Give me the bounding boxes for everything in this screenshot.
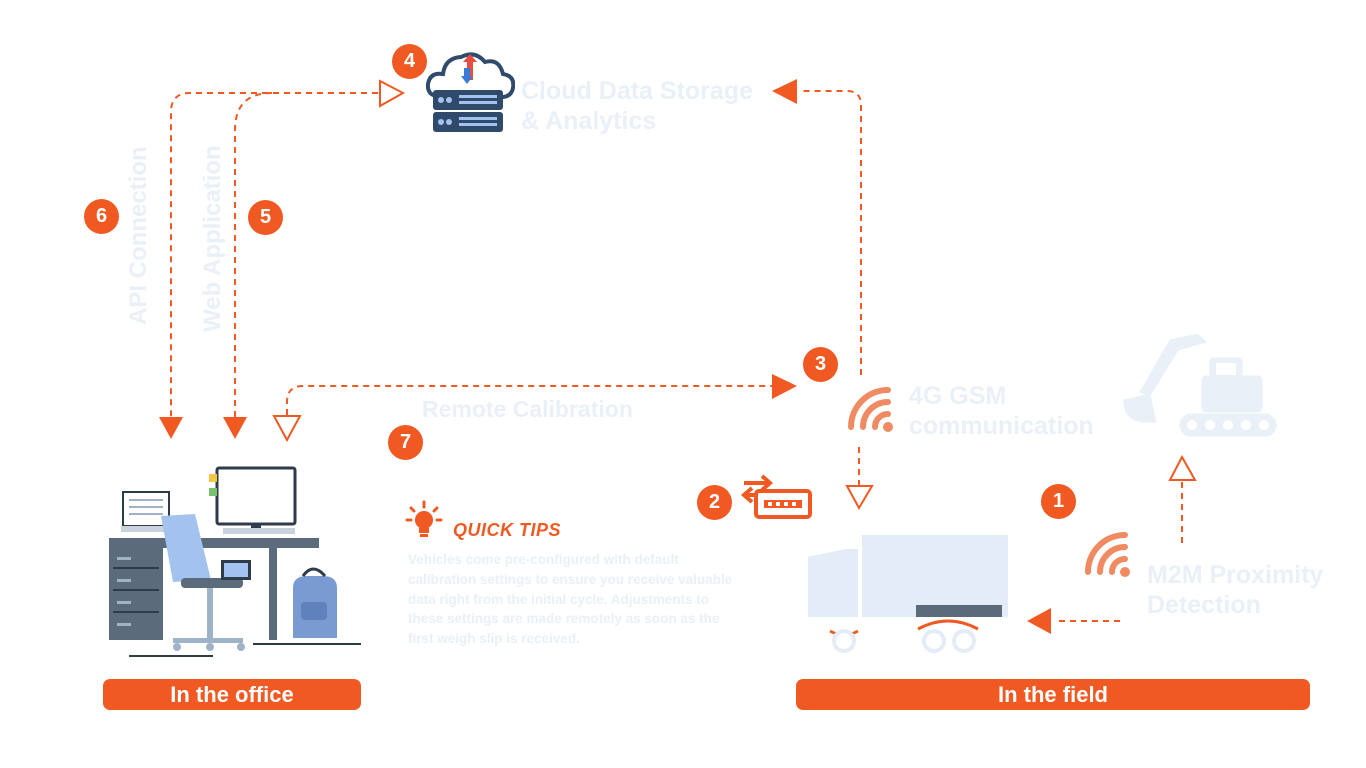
truck-icon <box>808 535 1008 653</box>
step-badge-4: 4 <box>392 44 427 79</box>
web-connector <box>234 92 273 420</box>
quick-tips-body: Vehicles come pre-configured with defaul… <box>408 552 733 647</box>
step-badge-5: 5 <box>248 200 283 235</box>
web-arrowhead <box>223 417 247 439</box>
cloud-label-line-1: Cloud Data Storage <box>521 77 753 105</box>
cloud-arrowhead-outline <box>379 79 406 108</box>
office-desk-icon <box>109 466 361 657</box>
field-location-bar: In the field <box>796 679 1310 710</box>
data-device-icon <box>740 474 812 519</box>
web-application-label: Web Application <box>199 145 226 332</box>
m2m-excavator-arrowhead-outline <box>1168 454 1197 481</box>
api-connector <box>170 92 378 420</box>
api-connection-label: API Connection <box>125 146 152 325</box>
remote-calibration-label: Remote Calibration <box>422 396 633 422</box>
quick-tips-title: QUICK TIPS <box>453 520 562 540</box>
wifi-signal-icon <box>848 387 893 432</box>
api-arrowhead <box>159 417 183 439</box>
m2m-truck-arrowhead <box>1027 608 1051 634</box>
m2m-label-line-2: Detection <box>1147 591 1261 619</box>
cloud-storage-label: Cloud Data Storage & Analytics <box>521 76 753 136</box>
arrowheads <box>159 79 1197 634</box>
m2m-label: M2M Proximity Detection <box>1147 560 1323 620</box>
calib-arrowhead <box>772 374 797 399</box>
cloud-server-icon <box>425 52 515 132</box>
wifi-signal-icon <box>1085 532 1130 577</box>
gsm-label-line-1: 4G GSM <box>909 382 1007 410</box>
step-badge-3: 3 <box>803 347 838 382</box>
step-badge-7: 7 <box>388 425 423 460</box>
office-location-bar: In the office <box>103 679 361 710</box>
calib-arrowhead-outline <box>272 415 302 443</box>
gsm-label-line-2: communication <box>909 412 1094 440</box>
step-badge-6: 6 <box>84 199 119 234</box>
remote-calibration-connector <box>286 385 772 415</box>
lightbulb-icon <box>405 500 443 537</box>
gsm-truck-arrowhead-outline <box>845 485 874 511</box>
excavator-icon <box>1123 333 1277 437</box>
cloud-label-line-2: & Analytics <box>521 107 657 135</box>
m2m-label-line-1: M2M Proximity <box>1147 561 1324 589</box>
step-badge-1: 1 <box>1041 484 1076 519</box>
gsm-cloud-arrowhead <box>772 79 797 104</box>
gsm-label: 4G GSM communication <box>909 381 1094 441</box>
gsm-to-cloud-connector <box>800 90 862 375</box>
step-badge-2: 2 <box>697 485 732 520</box>
